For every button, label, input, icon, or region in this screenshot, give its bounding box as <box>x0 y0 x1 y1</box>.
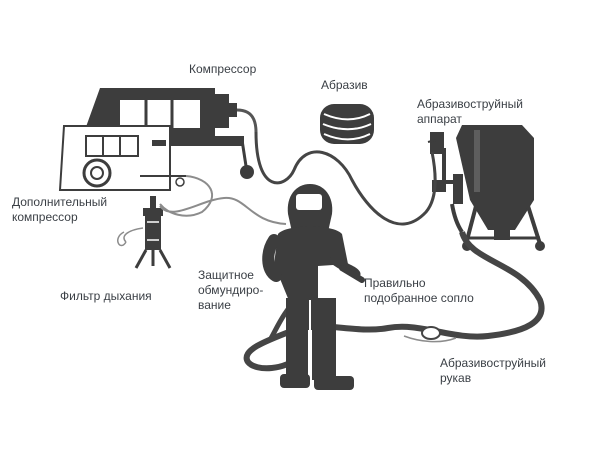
label-compressor-text: Компрессор <box>189 62 256 77</box>
label-compressor: Компрессор <box>189 62 256 77</box>
label-nozzle: Правильно подобранное сопло <box>364 276 474 306</box>
label-protective-suit-line1: Защитное <box>198 268 263 283</box>
label-extra-compressor-line1: Дополнительный <box>12 195 107 210</box>
operator-figure <box>268 184 362 390</box>
additional-compressor <box>60 126 186 190</box>
label-blast-machine-line1: Абразивоструйный <box>417 97 523 112</box>
label-protective-suit-line2: обмундиро- <box>198 283 263 298</box>
label-breathing-filter: Фильтр дыхания <box>60 289 152 304</box>
label-blast-hose-line2: рукав <box>440 371 546 386</box>
label-blast-hose: Абразивоструйный рукав <box>440 356 546 386</box>
label-blast-hose-line1: Абразивоструйный <box>440 356 546 371</box>
label-protective-suit: Защитное обмундиро- вание <box>198 268 263 313</box>
label-protective-suit-line3: вание <box>198 298 263 313</box>
label-extra-compressor-line2: компрессор <box>12 210 107 225</box>
label-blast-machine: Абразивоструйный аппарат <box>417 97 523 127</box>
label-abrasive-text: Абразив <box>321 78 368 93</box>
label-nozzle-line2: подобранное сопло <box>364 291 474 306</box>
label-extra-compressor: Дополнительный компрессор <box>12 195 107 225</box>
label-nozzle-line1: Правильно <box>364 276 474 291</box>
label-abrasive: Абразив <box>321 78 368 93</box>
abrasive-bag <box>320 104 374 144</box>
label-breathing-filter-text: Фильтр дыхания <box>60 289 152 304</box>
label-blast-machine-line2: аппарат <box>417 112 523 127</box>
blast-machine <box>428 125 545 251</box>
